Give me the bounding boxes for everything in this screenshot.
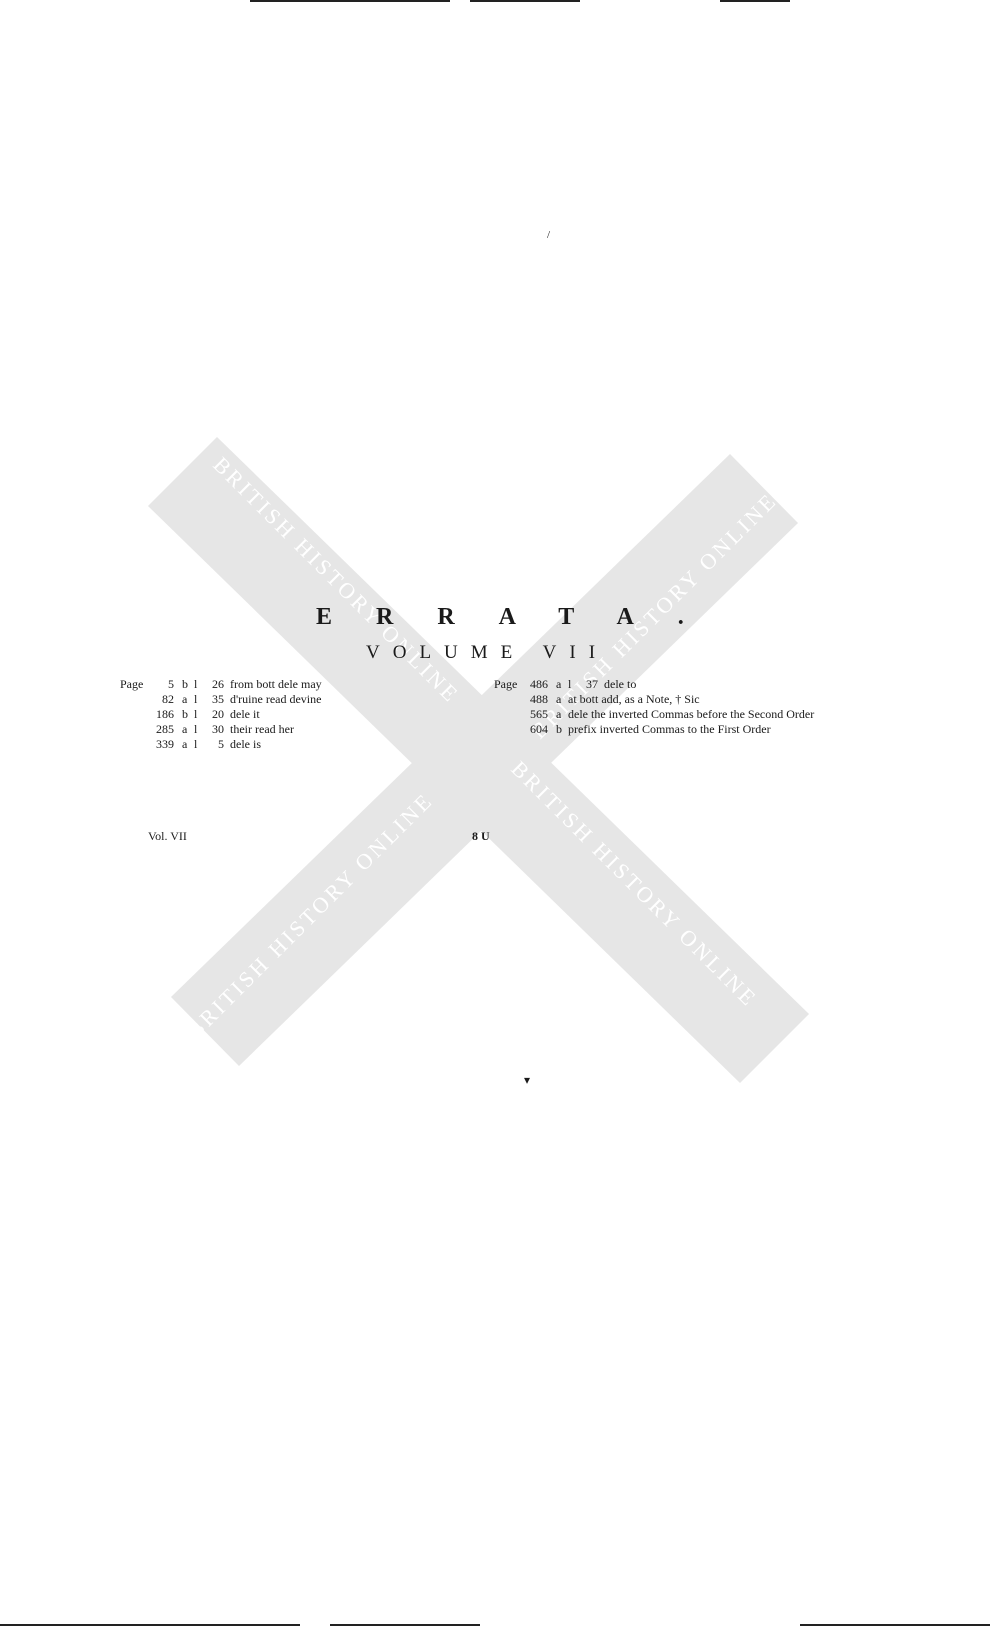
correction-text: from bott dele may <box>230 677 322 691</box>
volume-heading: VOLUME VII <box>366 642 609 663</box>
correction-text: prefix inverted Commas to the First Orde… <box>568 722 771 736</box>
errata-row: 604 b prefix inverted Commas to the Firs… <box>494 722 814 737</box>
bottom-edge-mark <box>330 1624 480 1626</box>
correction-text: dele is <box>230 737 261 751</box>
correction-text: their read her <box>230 722 294 736</box>
page-label <box>120 737 152 752</box>
errata-row: 285 a l 30 their read her <box>120 722 322 737</box>
errata-right-column: Page 486 a l 37 dele to 488 a at bott ad… <box>494 677 814 737</box>
bottom-edge-mark <box>0 1624 300 1626</box>
watermark-cross <box>148 437 809 1083</box>
column-letter: a <box>182 722 188 736</box>
page-label <box>120 692 152 707</box>
column-letter: a <box>182 692 188 706</box>
line-abbrev: l <box>194 722 198 736</box>
page-number: 604 <box>530 722 548 736</box>
column-letter: b <box>182 707 188 721</box>
page-label <box>494 722 526 737</box>
errata-heading: ERRATA. <box>316 604 728 630</box>
column-letter: b <box>556 722 562 736</box>
bottom-mark: ▾ <box>524 1073 531 1087</box>
column-letter: a <box>556 692 562 706</box>
watermark-text: BRITISH HISTORY ONLINE <box>208 452 464 708</box>
page-label <box>120 722 152 737</box>
page-label <box>494 707 526 722</box>
line-abbrev: l <box>194 677 198 691</box>
page-label: Page <box>494 677 518 691</box>
page-number: 285 <box>156 722 174 736</box>
line-abbrev: l <box>568 677 572 691</box>
line-abbrev: l <box>194 692 198 706</box>
errata-row: 488 a at bott add, as a Note, † Sic <box>494 692 814 707</box>
line-number: 37 <box>586 677 598 691</box>
line-abbrev: l <box>194 737 198 751</box>
correction-text: at bott add, as a Note, † Sic <box>568 692 700 706</box>
watermark-text: BRITISH HISTORY ONLINE <box>506 756 762 1012</box>
correction-text: d'ruine read devine <box>230 692 322 706</box>
line-number: 26 <box>212 677 224 691</box>
page-label: Page <box>120 677 144 691</box>
line-number: 5 <box>218 737 224 751</box>
column-letter: b <box>182 677 188 691</box>
page-number: 5 <box>168 677 174 691</box>
page-number: 186 <box>156 707 174 721</box>
watermark-text: BRITISH HISTORY ONLINE <box>182 787 438 1043</box>
top-mark: / <box>547 229 551 241</box>
errata-row: 339 a l 5 dele is <box>120 737 322 752</box>
top-edge-mark <box>720 0 790 2</box>
bottom-edge-mark <box>800 1624 990 1626</box>
top-edge-mark <box>470 0 580 2</box>
column-letter: a <box>556 677 562 691</box>
errata-row: 565 a dele the inverted Commas before th… <box>494 707 814 722</box>
volume-footer: Vol. VII <box>148 829 187 843</box>
correction-text: dele the inverted Commas before the Seco… <box>568 707 815 721</box>
errata-row: Page 486 a l 37 dele to <box>494 677 814 692</box>
errata-row: 82 a l 35 d'ruine read devine <box>120 692 322 707</box>
column-letter: a <box>182 737 188 751</box>
signature-mark: 8 U <box>472 829 490 843</box>
top-edge-mark <box>250 0 450 2</box>
line-number: 20 <box>212 707 224 721</box>
line-number: 35 <box>212 692 224 706</box>
errata-row: Page 5 b l 26 from bott dele may <box>120 677 322 692</box>
page-label <box>120 707 152 722</box>
page-label <box>494 692 526 707</box>
line-number: 30 <box>212 722 224 736</box>
page-number: 339 <box>156 737 174 751</box>
page-number: 488 <box>530 692 548 706</box>
correction-text: dele to <box>604 677 637 691</box>
line-abbrev: l <box>194 707 198 721</box>
page-number: 565 <box>530 707 548 721</box>
page-number: 82 <box>162 692 174 706</box>
column-letter: a <box>556 707 562 721</box>
errata-left-column: Page 5 b l 26 from bott dele may 82 a l … <box>120 677 322 752</box>
errata-row: 186 b l 20 dele it <box>120 707 322 722</box>
page-number: 486 <box>530 677 548 691</box>
correction-text: dele it <box>230 707 260 721</box>
